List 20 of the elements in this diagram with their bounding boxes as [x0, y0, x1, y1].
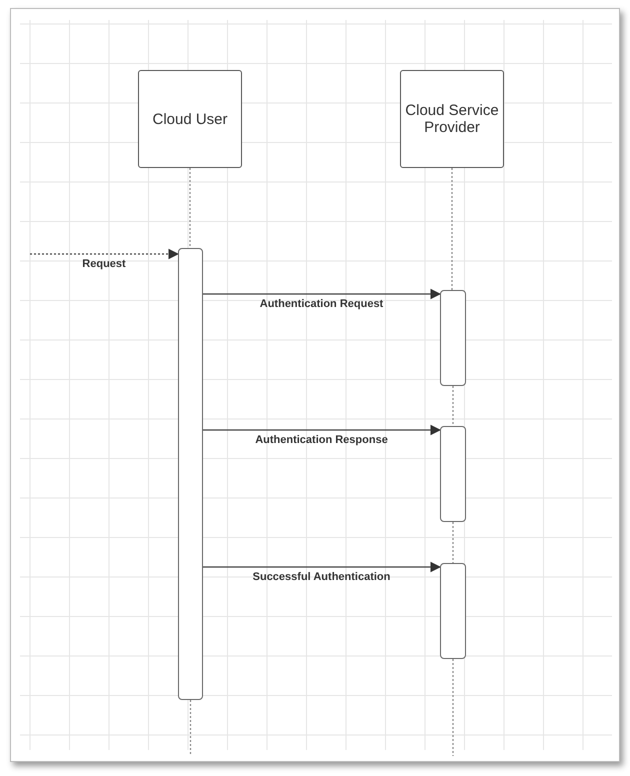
- edge-label: Successful Authentication: [252, 571, 390, 583]
- lifeline: [451, 168, 453, 290]
- activation-bar: [440, 426, 466, 522]
- participant-box: Cloud User: [138, 70, 242, 168]
- lifeline: [452, 386, 454, 426]
- lifeline: [189, 168, 191, 248]
- message-arrow: [30, 248, 180, 260]
- lifeline: [452, 522, 454, 563]
- activation-bar: [178, 248, 203, 700]
- edge-label: Request: [82, 258, 126, 270]
- edge-label: Authentication Request: [260, 298, 384, 310]
- activation-bar: [440, 563, 466, 659]
- activation-bar: [440, 290, 466, 386]
- message-arrow: [203, 562, 442, 572]
- participant-box: Cloud Service Provider: [400, 70, 504, 168]
- lifeline: [190, 700, 192, 756]
- edge-label: Authentication Response: [255, 434, 388, 446]
- message-arrow: [203, 288, 442, 300]
- lifeline: [452, 659, 454, 756]
- message-arrow: [203, 424, 442, 436]
